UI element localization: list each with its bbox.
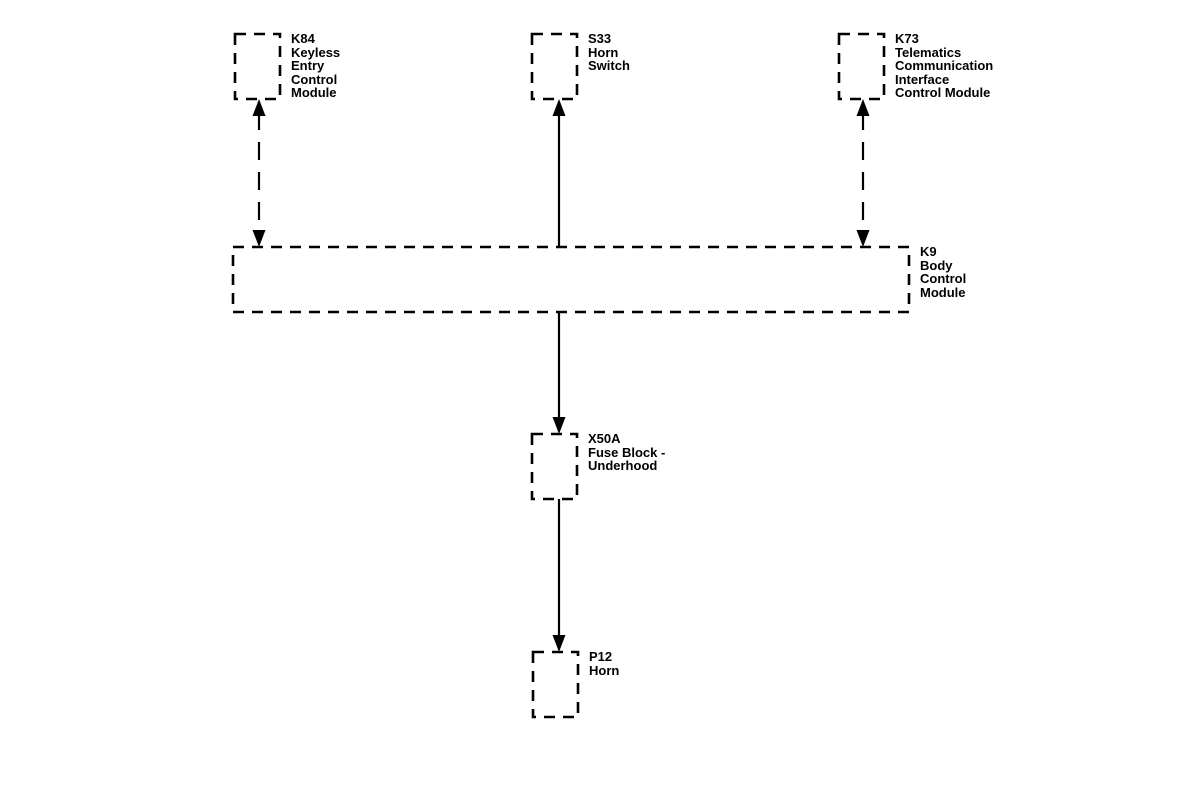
k84-name-line: Keyless xyxy=(291,44,341,60)
k84-name-line: Entry xyxy=(291,58,325,74)
k73-name-line: Communication xyxy=(895,58,994,74)
k84-name-line: Control xyxy=(291,71,338,87)
p12-box xyxy=(531,650,580,719)
s33-label: S33 Horn Switch xyxy=(588,32,630,73)
p12-label: P12 Horn xyxy=(589,650,619,677)
x50a-name-line: Underhood xyxy=(588,458,658,474)
k84-name-line: Module xyxy=(291,85,337,101)
x50a-arrow-down xyxy=(552,417,566,434)
k9-label: K9 Body Control Module xyxy=(920,245,966,299)
p12-id: P12 xyxy=(589,649,613,664)
p12-name-line: Horn xyxy=(589,662,620,678)
k73-name-line: Telematics xyxy=(895,44,962,60)
k73-name-line: Control Module xyxy=(895,85,991,101)
x50a-id: X50A xyxy=(588,431,621,446)
k84-arrow-up xyxy=(252,99,266,116)
x50a-name-line: Fuse Block - xyxy=(588,444,666,460)
k73-id: K73 xyxy=(895,31,919,46)
s33-box xyxy=(530,32,579,101)
k84-label: K84 Keyless Entry Control Module xyxy=(291,32,340,100)
k9-id: K9 xyxy=(920,244,937,259)
k84-box xyxy=(233,32,282,101)
k9-arrow-down-right xyxy=(856,230,870,247)
s33-id: S33 xyxy=(588,31,612,46)
k9-name-line: Body xyxy=(920,257,953,273)
k84-id: K84 xyxy=(291,31,315,46)
x50a-label: X50A Fuse Block - Underhood xyxy=(588,432,665,473)
k73-arrow-up xyxy=(856,99,870,116)
s33-arrow-up xyxy=(552,99,566,116)
s33-name-line: Switch xyxy=(588,58,630,74)
p12-arrow-down xyxy=(552,635,566,652)
k9-box xyxy=(231,245,911,314)
k73-name-line: Interface xyxy=(895,71,950,87)
k9-name-line: Module xyxy=(920,284,966,300)
s33-name-line: Horn xyxy=(588,44,619,60)
k73-box xyxy=(837,32,886,101)
k73-label: K73 Telematics Communication Interface C… xyxy=(895,32,993,100)
k9-name-line: Control xyxy=(920,271,967,287)
k9-arrow-down-left xyxy=(252,230,266,247)
x50a-box xyxy=(530,432,579,501)
